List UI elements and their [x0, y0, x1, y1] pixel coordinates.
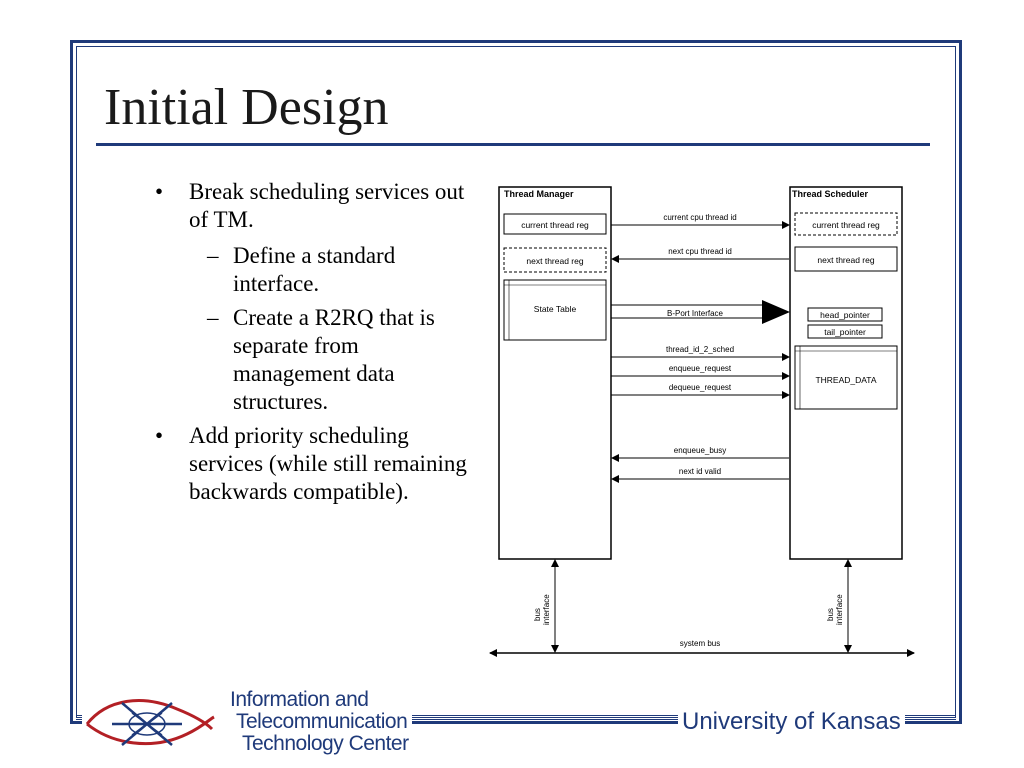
left-bus-label-1: bus	[533, 608, 542, 621]
sub-bullet-text: Define a standard interface.	[233, 243, 396, 296]
thread-data-label: THREAD_DATA	[815, 375, 876, 385]
footer-rule-2	[76, 715, 956, 716]
ts-current-thread-reg-label: current thread reg	[812, 220, 880, 230]
left-bus-label-2: interface	[542, 594, 551, 625]
bport-interface-arrowhead	[762, 300, 790, 324]
ts-next-thread-reg-label: next thread reg	[817, 255, 874, 265]
dequeue-request-label: dequeue_request	[669, 383, 732, 392]
architecture-diagram: Thread Manager current thread reg next t…	[489, 186, 915, 657]
head-pointer-label: head_pointer	[820, 310, 870, 320]
thread-data-box	[794, 345, 898, 410]
ts-next-thread-reg-box	[794, 246, 898, 272]
logo-line-1: Information and	[230, 688, 369, 711]
slide-frame-outer	[70, 40, 962, 724]
right-bus-label-1: bus	[826, 608, 835, 621]
sub-bullet-item: – Define a standard interface.	[189, 242, 475, 298]
signal-lines: current cpu thread id next cpu thread id…	[611, 213, 790, 483]
bullet-mark: •	[155, 179, 164, 204]
tm-current-thread-reg-label: current thread reg	[521, 220, 589, 230]
sub-bullet-text: Create a R2RQ that is separate from mana…	[233, 305, 435, 414]
thread-manager-title: Thread Manager	[504, 189, 574, 199]
tail-pointer-label: tail_pointer	[824, 327, 866, 337]
tail-pointer-box	[807, 324, 883, 339]
state-table-box	[503, 279, 607, 341]
bullet-list: • Break scheduling services out of TM. –…	[155, 178, 475, 514]
bport-interface-label: B-Port Interface	[667, 309, 724, 318]
head-pointer-box	[807, 307, 883, 322]
system-bus-group: bus interface bus interface system bus	[489, 559, 915, 657]
footer-rule	[76, 719, 956, 720]
thread-manager-block: Thread Manager current thread reg next t…	[498, 186, 612, 560]
bullet-text: Break scheduling services out of TM.	[189, 179, 465, 232]
tm-next-thread-reg-label: next thread reg	[526, 256, 583, 266]
slide-title: Initial Design	[104, 79, 389, 136]
bullet-text: Add priority scheduling services (while …	[189, 423, 467, 504]
sub-bullet-mark: –	[207, 243, 219, 268]
thread-manager-box	[498, 186, 612, 560]
title-underline	[96, 143, 930, 146]
bullet-item: • Break scheduling services out of TM.	[155, 178, 475, 234]
thread-scheduler-title: Thread Scheduler	[792, 189, 869, 199]
thread-scheduler-block: Thread Scheduler current thread reg next…	[789, 186, 903, 560]
logo-line-3: Technology Center	[242, 732, 409, 755]
bullet-item: • Add priority scheduling services (whil…	[155, 422, 475, 506]
enqueue-busy-label: enqueue_busy	[674, 446, 727, 455]
university-name: University of Kansas	[678, 708, 905, 736]
next-cpu-thread-id-label: next cpu thread id	[668, 247, 732, 256]
ittc-logo-mark	[85, 699, 215, 746]
state-table-label: State Table	[534, 304, 577, 314]
sub-bullet-item: – Create a R2RQ that is separate from ma…	[189, 304, 475, 416]
sub-bullet-mark: –	[207, 305, 219, 330]
ittc-logo: Information and Telecommunication Techno…	[82, 685, 412, 765]
bullet-mark: •	[155, 423, 164, 448]
current-cpu-thread-id-label: current cpu thread id	[663, 213, 736, 222]
logo-line-2: Telecommunication	[236, 710, 408, 733]
tm-current-thread-reg-box	[503, 213, 607, 235]
next-id-valid-label: next id valid	[679, 467, 721, 476]
slide-frame-inner	[76, 46, 956, 718]
thread-id-2-sched-label: thread_id_2_sched	[666, 345, 734, 354]
right-bus-label-2: interface	[835, 594, 844, 625]
enqueue-request-label: enqueue_request	[669, 364, 732, 373]
system-bus-label: system bus	[680, 639, 720, 648]
tm-next-thread-reg-box	[503, 247, 607, 273]
ts-current-thread-reg-box	[794, 212, 898, 236]
